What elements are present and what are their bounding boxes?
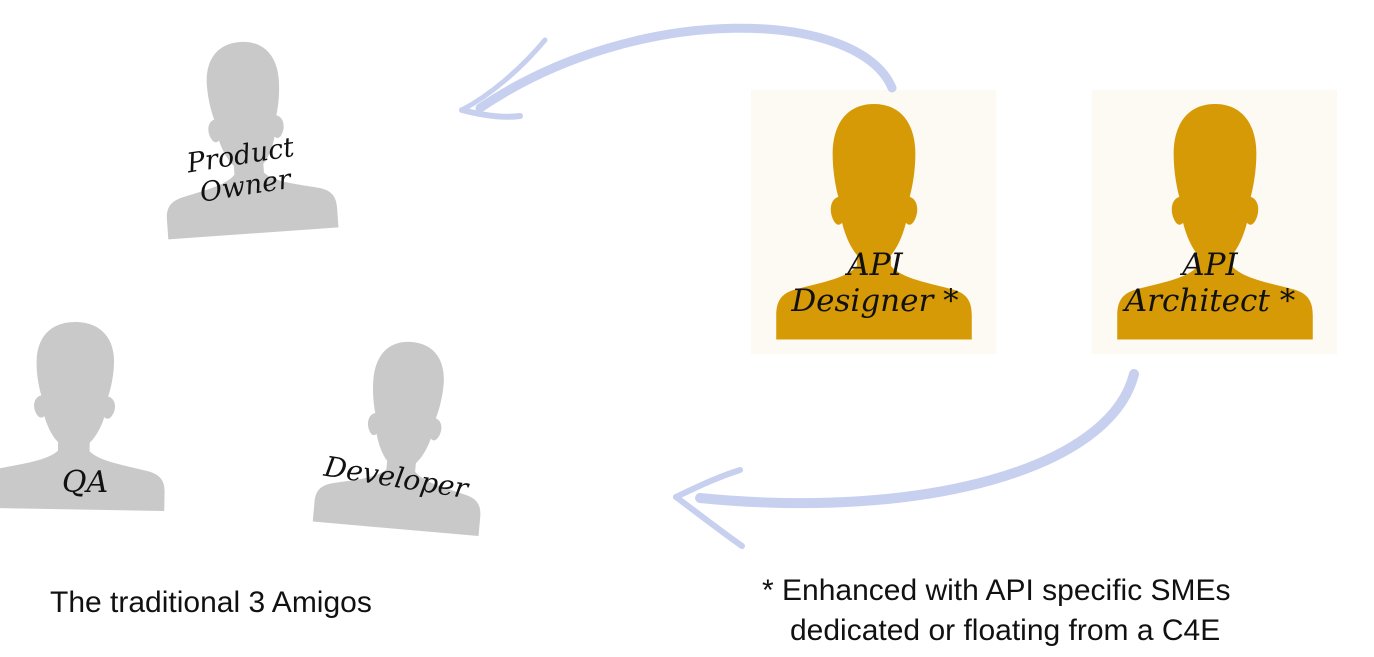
api-designer-label: API Designer * <box>770 247 980 319</box>
api-architect-label-line1: API <box>1182 247 1238 283</box>
api-architect-label-line2: Architect * <box>1124 282 1296 319</box>
qa-label: QA <box>40 465 130 501</box>
enhanced-sme-caption-line1: * Enhanced with API specific SMEs <box>762 574 1231 607</box>
enhanced-sme-caption-line2: dedicated or floating from a C4E <box>790 614 1221 647</box>
traditional-amigos-caption: The traditional 3 Amigos <box>50 586 372 619</box>
api-architect-label: API Architect * <box>1100 247 1320 319</box>
top-curved-arrow <box>459 23 897 120</box>
api-designer-label-line2: Designer * <box>791 282 959 319</box>
bottom-curved-arrow <box>673 369 1139 549</box>
qa-label-text: QA <box>61 465 109 500</box>
api-designer-label-line1: API <box>847 247 903 283</box>
